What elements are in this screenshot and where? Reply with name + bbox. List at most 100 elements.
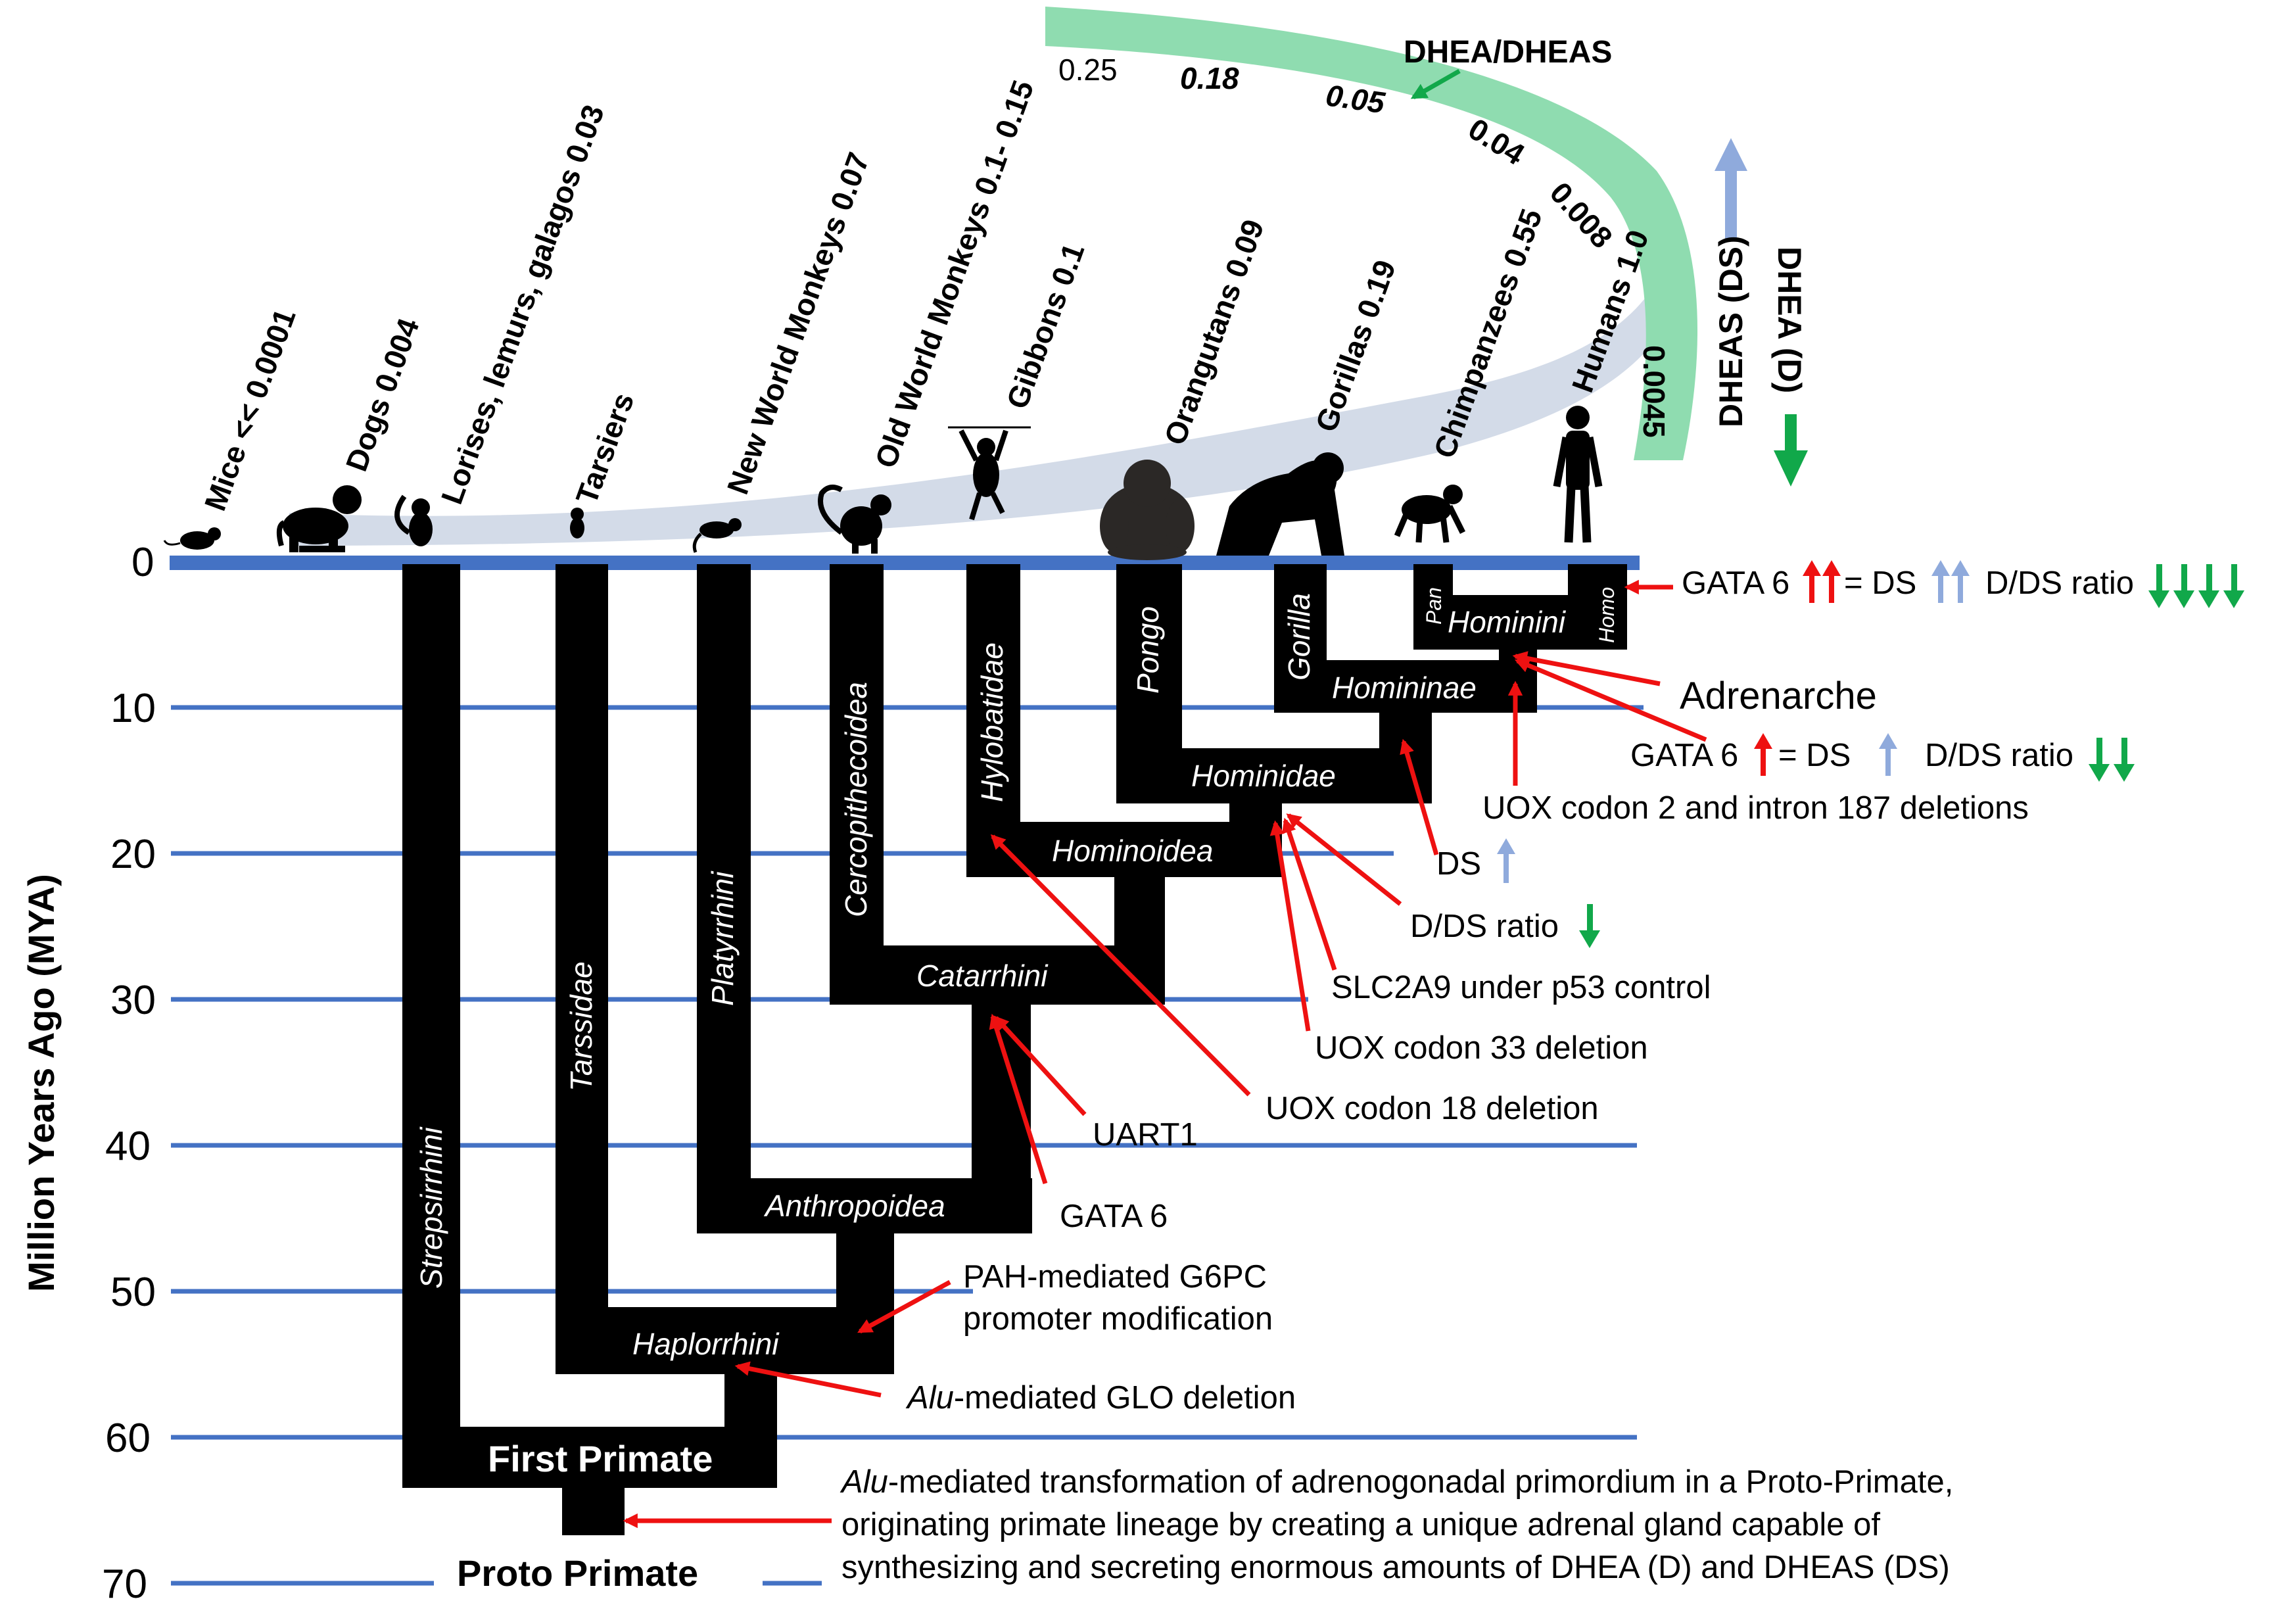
clade-homo: Homo [1595,587,1619,643]
gata6-mid-equals-ds: = DS [1778,738,1851,773]
clade-hominoidea: Hominoidea [1052,834,1213,868]
tick-60: 60 [105,1416,151,1461]
clade-pongo: Pongo [1131,606,1165,694]
ratio-value-1: 0.18 [1180,61,1239,95]
dhea-down-arrow [1774,414,1808,487]
mouse-icon [163,527,221,550]
time-gridlines [171,705,1644,1586]
species-label-tarsiers: Tarsiers [569,389,641,509]
tick-30: 30 [110,978,156,1023]
present-day-baseline [170,556,1640,570]
clade-haplorrhini: Haplorrhini [632,1327,780,1361]
gata6-top-ratio-label: D/DS ratio [1985,565,2134,601]
tick-40: 40 [105,1124,151,1169]
uox-codon33-arrow [1269,820,1311,1032]
clade-platyrrhini: Platyrrhini [705,871,740,1006]
ds-top-blue-up-arrows [1931,560,1970,603]
ratio-value-2: 0.05 [1324,78,1388,120]
pah-arrow [857,1279,951,1334]
species-label-gibbons: Gibbons 0.1 [1000,239,1091,413]
clade-proto-primate: Proto Primate [457,1552,698,1594]
clade-homininae: Homininae [1332,671,1477,705]
dhea-label: DHEA (D) [1771,247,1808,393]
pah-label-line1: PAH-mediated G6PC [963,1259,1267,1295]
clade-cercopithecoidea: Cercopithecoidea [839,682,873,917]
clade-gorilla: Gorilla [1282,593,1316,681]
clade-first-primate: First Primate [488,1438,713,1479]
ds-up-blue-arrow [1497,838,1515,883]
slc2a9-label: SLC2A9 under p53 control [1331,970,1711,1005]
tarsier-icon [570,508,584,538]
clade-hominini: Hominini [1448,605,1567,639]
marmoset-icon [692,518,742,553]
dog-icon [276,485,362,552]
ratio-top-green-down-arrows [2148,564,2244,608]
gorilla-icon [1216,452,1344,556]
uart1-arrow [993,1015,1087,1116]
gata6-mid-red-up-arrow [1754,733,1772,776]
species-label-new-world-monkeys: New World Monkeys 0.07 [721,148,876,498]
gata6-top-label: GATA 6 [1682,565,1789,601]
y-axis-label: Million Years Ago (MYA) [20,874,62,1292]
dheas-label: DHEAS (DS) [1713,235,1749,427]
orangutan-icon [1100,460,1195,560]
uox-codon33-label: UOX codon 33 deletion [1315,1030,1648,1066]
dhea-dheas-title: DHEA/DHEAS [1404,35,1612,70]
uox-codon18-label: UOX codon 18 deletion [1266,1091,1599,1126]
alu-transform-line2: originating primate lineage by creating … [841,1507,1880,1542]
gata6-top-red-up-arrows [1803,560,1841,603]
human-icon [1553,406,1603,543]
dds-ratio-green-down-arrow [1579,904,1600,948]
species-label-dogs: Dogs 0.004 [339,314,426,475]
clade-pan: Pan [1422,587,1446,625]
dds-ratio-arrow [1286,813,1402,906]
ratio-value-5: 0.0045 [1637,345,1671,438]
uox-codon18-arrow [990,834,1251,1097]
gata6-mid-arrow [1514,658,1707,742]
clade-tarssidae: Tarssidae [564,961,598,1091]
dhea-dheas-title-arrow [1410,68,1461,100]
tick-20: 20 [110,832,156,877]
clade-strepsirrhini: Strepsirrhini [414,1126,448,1289]
ds-up-label: DS [1436,846,1481,882]
alu-transform-line3: synthesizing and secreting enormous amou… [841,1550,1950,1585]
clade-hylobatidae: Hylobatidae [975,642,1009,802]
chimpanzee-icon [1394,485,1466,543]
slc2a9-arrow [1281,817,1337,971]
ratio-value-0: 0.25 [1058,53,1118,87]
ds-mid-blue-up-arrow [1879,733,1897,776]
pah-label-line2: promoter modification [963,1301,1273,1337]
ratio-mid-green-down-arrows [2089,738,2135,782]
ds-up-arrow-line [1400,738,1439,855]
phylogenetic-tree [402,564,1627,1535]
uox-codon2-label: UOX codon 2 and intron 187 deletions [1482,790,2029,826]
species-label-orangutans: Orangutans 0.09 [1158,215,1271,450]
tick-70: 70 [102,1562,147,1607]
alu-glo-label: Alu-mediated GLO deletion [905,1380,1296,1416]
dds-ratio-label: D/DS ratio [1410,909,1559,944]
dheas-up-arrow [1715,138,1747,240]
clade-anthropoidea: Anthropoidea [763,1189,945,1223]
uart1-label: UART1 [1093,1117,1198,1153]
dhea-dheas-ratio-band [1045,7,1698,460]
tick-10: 10 [110,686,156,731]
gata6-mid-label: GATA 6 [1630,738,1738,773]
gata6-mid-ratio-label: D/DS ratio [1925,738,2073,773]
gata6-anthropoid-arrow [989,1013,1048,1185]
clade-catarrhini: Catarrhini [916,959,1049,993]
alu-transform-line1: Alu-mediated transformation of adrenogon… [840,1464,1953,1500]
alu-glo-arrow [734,1361,882,1398]
adrenarche-label: Adrenarche [1680,675,1877,717]
gata6-anthropoid-label: GATA 6 [1060,1199,1168,1234]
monkey-icon [818,485,891,554]
species-label-mice: Mice << 0.0001 [198,304,302,515]
gibbon-icon [948,426,1031,521]
species-label-lemurs: Lorises, lemurs, galagos 0.03 [435,101,611,509]
species-label-old-world-monkeys: Old World Monkeys 0.1- 0.15 [868,76,1041,472]
gata6-top-equals-ds: = DS [1844,565,1916,601]
tick-50: 50 [110,1270,156,1315]
adrenarche-arrow [1512,651,1661,686]
tick-0: 0 [131,540,154,585]
lemur-icon [394,494,433,546]
